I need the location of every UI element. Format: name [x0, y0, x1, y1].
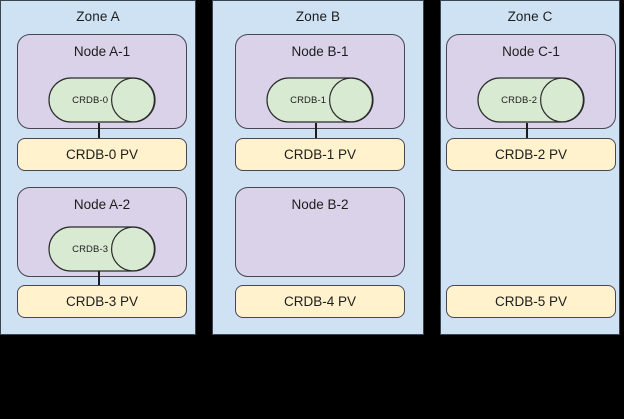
- node-a-2: Node A-2 CRDB-3: [17, 187, 187, 277]
- node-c-1: Node C-1 CRDB-2: [446, 34, 616, 129]
- pod-crdb-1-label: CRDB-1: [290, 94, 327, 106]
- zone-a: Zone A Node A-1 CRDB-0 CRDB-0 PV Node A-…: [0, 0, 196, 335]
- pod-crdb-3: CRDB-3: [48, 226, 156, 272]
- pv-crdb-5: CRDB-5 PV: [446, 285, 616, 318]
- pod-crdb-1: CRDB-1: [266, 77, 374, 123]
- node-a-1-label: Node A-1: [73, 44, 131, 59]
- connector-node-a-1-to-pv: [98, 123, 100, 138]
- node-b-2: Node B-2: [235, 187, 405, 277]
- pv-crdb-0: CRDB-0 PV: [17, 138, 187, 171]
- zone-b: Zone B Node B-1 CRDB-1 CRDB-1 PV Node B-…: [212, 0, 424, 335]
- database-cylinder-icon: [48, 77, 156, 123]
- pv-crdb-4: CRDB-4 PV: [235, 285, 405, 318]
- zone-c: Zone C Node C-1 CRDB-2 CRDB-2 PV CRDB-5 …: [440, 0, 620, 335]
- pod-crdb-2: CRDB-2: [477, 77, 585, 123]
- pod-crdb-2-label: CRDB-2: [501, 94, 538, 106]
- pod-crdb-0-label: CRDB-0: [72, 94, 109, 106]
- pv-crdb-3: CRDB-3 PV: [17, 285, 187, 318]
- pod-crdb-0: CRDB-0: [48, 77, 156, 123]
- zone-c-label: Zone C: [507, 9, 553, 24]
- zone-b-label: Zone B: [295, 9, 341, 24]
- pod-crdb-3-label: CRDB-3: [72, 243, 109, 255]
- pv-crdb-1: CRDB-1 PV: [235, 138, 405, 171]
- database-cylinder-icon: [48, 226, 156, 272]
- node-b-1: Node B-1 CRDB-1: [235, 34, 405, 129]
- node-a-2-label: Node A-2: [73, 197, 131, 212]
- node-c-1-label: Node C-1: [502, 44, 560, 59]
- connector-node-c-1-to-pv: [526, 123, 528, 138]
- connector-node-b-1-to-pv: [315, 123, 317, 138]
- connector-node-a-2-to-pv: [98, 271, 100, 285]
- node-b-2-label: Node B-2: [291, 197, 349, 212]
- zone-a-label: Zone A: [76, 9, 120, 24]
- database-cylinder-icon: [477, 77, 585, 123]
- pv-crdb-2: CRDB-2 PV: [446, 138, 616, 171]
- node-b-1-label: Node B-1: [291, 44, 349, 59]
- database-cylinder-icon: [266, 77, 374, 123]
- node-a-1: Node A-1 CRDB-0: [17, 34, 187, 129]
